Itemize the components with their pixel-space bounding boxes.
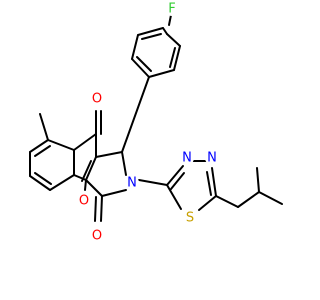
atom-label-background (125, 176, 139, 190)
atom-label-background (90, 92, 104, 106)
atom-label-background (165, 2, 179, 16)
atom-label-background (180, 151, 194, 165)
atom-label-thiadiazole-nitrogen-2: N (207, 151, 217, 166)
atom-label-background (90, 229, 104, 243)
atom-labels: F O N N N S O O (77, 2, 219, 244)
molecule-structure-diagram: F O N N N S O O (29, 2, 283, 244)
bonds (29, 14, 283, 222)
atom-label-pyrrole-nitrogen: N (127, 176, 137, 191)
atom-label-background (205, 151, 219, 165)
atom-label-background (183, 211, 197, 225)
atom-label-ketone-oxygen: O (92, 92, 102, 107)
atom-label-thiadiazole-nitrogen-1: N (182, 151, 192, 166)
atom-label-lactam-oxygen: O (92, 229, 102, 244)
atom-label-ring-oxygen: O (79, 194, 89, 209)
atom-label-fluorine: F (168, 2, 175, 17)
atom-label-sulfur: S (186, 211, 194, 226)
atom-label-background (77, 194, 91, 208)
